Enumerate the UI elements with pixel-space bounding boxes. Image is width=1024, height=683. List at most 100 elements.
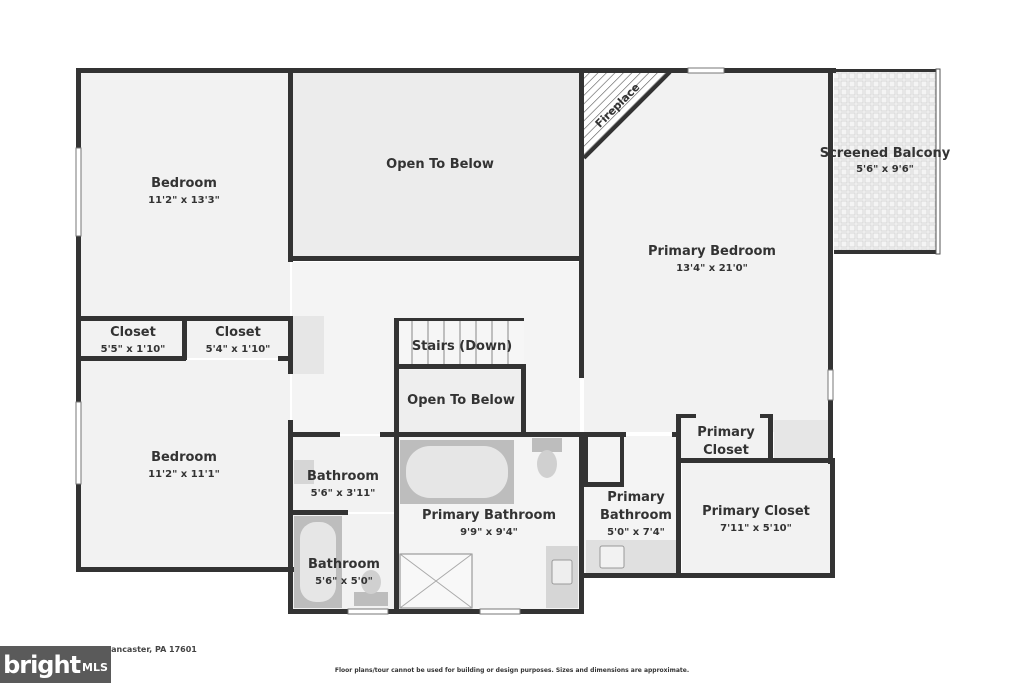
logo-text: bright xyxy=(3,650,81,679)
dims-primary-bathroom-2: 5'0" x 7'4" xyxy=(607,527,665,538)
label-primary-closet-large: Primary Closet xyxy=(702,504,810,519)
wall-h-bottom-pbath xyxy=(520,609,584,614)
toilet-tank-primary xyxy=(532,438,562,452)
dims-closet-1: 5'5" x 1'10" xyxy=(101,344,166,355)
floor-primary-closet-large xyxy=(682,462,830,574)
wall-h-primary-closet-top-b xyxy=(760,414,773,418)
dims-primary-bedroom: 13'4" x 21'0" xyxy=(676,263,748,274)
wall-h-hall-bath-b xyxy=(380,432,626,437)
label-stairs: Stairs (Down) xyxy=(412,339,512,354)
dims-closet-2: 5'4" x 1'10" xyxy=(206,344,271,355)
wall-h-bed-closet xyxy=(76,316,293,321)
wall-h-stairs-open xyxy=(394,364,526,369)
label-closet-1: Closet xyxy=(110,325,156,340)
fixtures xyxy=(292,316,828,609)
balcony-frame xyxy=(834,68,941,255)
wall-v-pbath2-shower xyxy=(620,436,624,487)
wall-h-bottom-bath xyxy=(288,609,348,614)
dims-bedroom-2: 11'2" x 11'1" xyxy=(148,469,220,480)
wall-v-closet-right xyxy=(830,458,835,578)
dims-primary-closet-large: 7'11" x 5'10" xyxy=(720,523,792,534)
windows xyxy=(75,67,834,615)
wall-v-closet-split xyxy=(182,318,187,360)
dims-primary-bathroom-1: 9'9" x 9'4" xyxy=(460,527,518,538)
wall-h-closets xyxy=(676,458,834,463)
wall-top xyxy=(76,68,836,73)
label-open-below-1: Open To Below xyxy=(386,157,494,172)
label-primary-bathroom-1: Primary Bathroom xyxy=(422,508,556,523)
wall-v-bed2-hall xyxy=(288,420,293,614)
label-bedroom-1: Bedroom xyxy=(151,176,217,191)
label-open-below-2: Open To Below xyxy=(407,393,515,408)
floor-closet-1 xyxy=(80,320,184,358)
wall-right-primary xyxy=(828,68,833,464)
wall-h-open-hall xyxy=(288,256,584,261)
toilet-bath-2 xyxy=(354,592,388,606)
sink-primary-2 xyxy=(599,545,625,569)
footer-disclaimer: Floor plans/tour cannot be used for buil… xyxy=(334,667,690,674)
floor-bedroom-1 xyxy=(80,72,290,318)
wall-h-pbath2-bottom xyxy=(579,573,835,578)
wall-h-bottom-bath-b xyxy=(388,609,480,614)
shelf-primary-closet xyxy=(774,420,828,458)
sink-primary xyxy=(551,559,573,585)
floor-primary-bedroom xyxy=(584,72,830,432)
window-left-bed2 xyxy=(75,401,82,485)
wall-v-small-closet xyxy=(768,414,773,460)
label-screened-balcony: Screened Balcony xyxy=(820,146,951,161)
wall-v-bed-hall xyxy=(288,318,293,374)
floor-primary-closet-small xyxy=(680,416,772,460)
floor-open-below-2 xyxy=(398,370,524,432)
window-right-primary xyxy=(827,369,834,401)
label-bedroom-2: Bedroom xyxy=(151,450,217,465)
wall-v-stairs-right xyxy=(521,366,526,434)
floor-screened-balcony xyxy=(834,72,938,250)
dims-screened-balcony: 5'6" x 9'6" xyxy=(856,164,914,175)
wall-h-hall-pbath2 xyxy=(672,432,681,437)
window-top-primary xyxy=(687,67,725,74)
label-primary-bathroom-2-line1: Primary xyxy=(607,490,665,505)
wall-v-pbath2-closet xyxy=(676,414,681,578)
wall-v-bath-primarybath xyxy=(394,432,399,614)
wall-h-bath1-bath2 xyxy=(288,510,348,515)
floor-closet-2 xyxy=(186,320,290,358)
room-labels: Bedroom 11'2" x 13'3" Open To Below Fire… xyxy=(101,81,951,587)
wall-h-pbath2-shower xyxy=(584,482,624,487)
wall-v-open-primary xyxy=(579,68,584,378)
counter-hall xyxy=(292,316,324,374)
wall-h-stairs-top xyxy=(394,318,524,321)
dims-bathroom-1: 5'6" x 3'11" xyxy=(311,488,376,499)
window-bottom-bath2 xyxy=(347,608,389,615)
stairs-steps xyxy=(411,321,509,364)
floor-open-below-1 xyxy=(292,72,580,258)
label-closet-2: Closet xyxy=(215,325,261,340)
window-bottom-pbath xyxy=(479,608,521,615)
dims-bathroom-2: 5'6" x 5'0" xyxy=(315,576,373,587)
bathtub-bath-2-inner xyxy=(300,522,336,602)
toilet-bowl-primary xyxy=(537,450,557,478)
wall-h-closet2-bed2 xyxy=(278,356,293,361)
wall-h-hall-bath xyxy=(288,432,340,437)
dims-bedroom-1: 11'2" x 13'3" xyxy=(148,195,220,206)
floor-bedroom-2 xyxy=(80,360,290,568)
label-primary-bathroom-2-line2: Bathroom xyxy=(600,508,672,523)
label-bathroom-2: Bathroom xyxy=(308,557,380,572)
label-primary-closet-small-line1: Primary xyxy=(697,425,755,440)
sink-bath-1 xyxy=(294,460,314,484)
bathtub-primary-inner xyxy=(406,446,508,498)
wall-v-primary-bath xyxy=(579,432,584,614)
label-bathroom-1: Bathroom xyxy=(307,469,379,484)
bright-mls-logo: bright MLS xyxy=(0,646,111,683)
wall-h-closet-bed2 xyxy=(76,356,186,361)
label-primary-closet-small-line2: Closet xyxy=(703,443,749,458)
toilet-bowl-bath-2 xyxy=(361,570,381,594)
wall-bottom-bedroom xyxy=(76,567,294,572)
wall-v-stairs-left xyxy=(394,318,399,434)
logo-suffix: MLS xyxy=(82,661,108,674)
wall-h-primary-closet-top xyxy=(676,414,696,418)
fireplace xyxy=(582,70,672,160)
wall-v-shower-left xyxy=(584,436,588,482)
label-primary-bedroom: Primary Bedroom xyxy=(648,244,776,259)
footer-address: Lancaster, PA 17601 xyxy=(106,645,197,654)
